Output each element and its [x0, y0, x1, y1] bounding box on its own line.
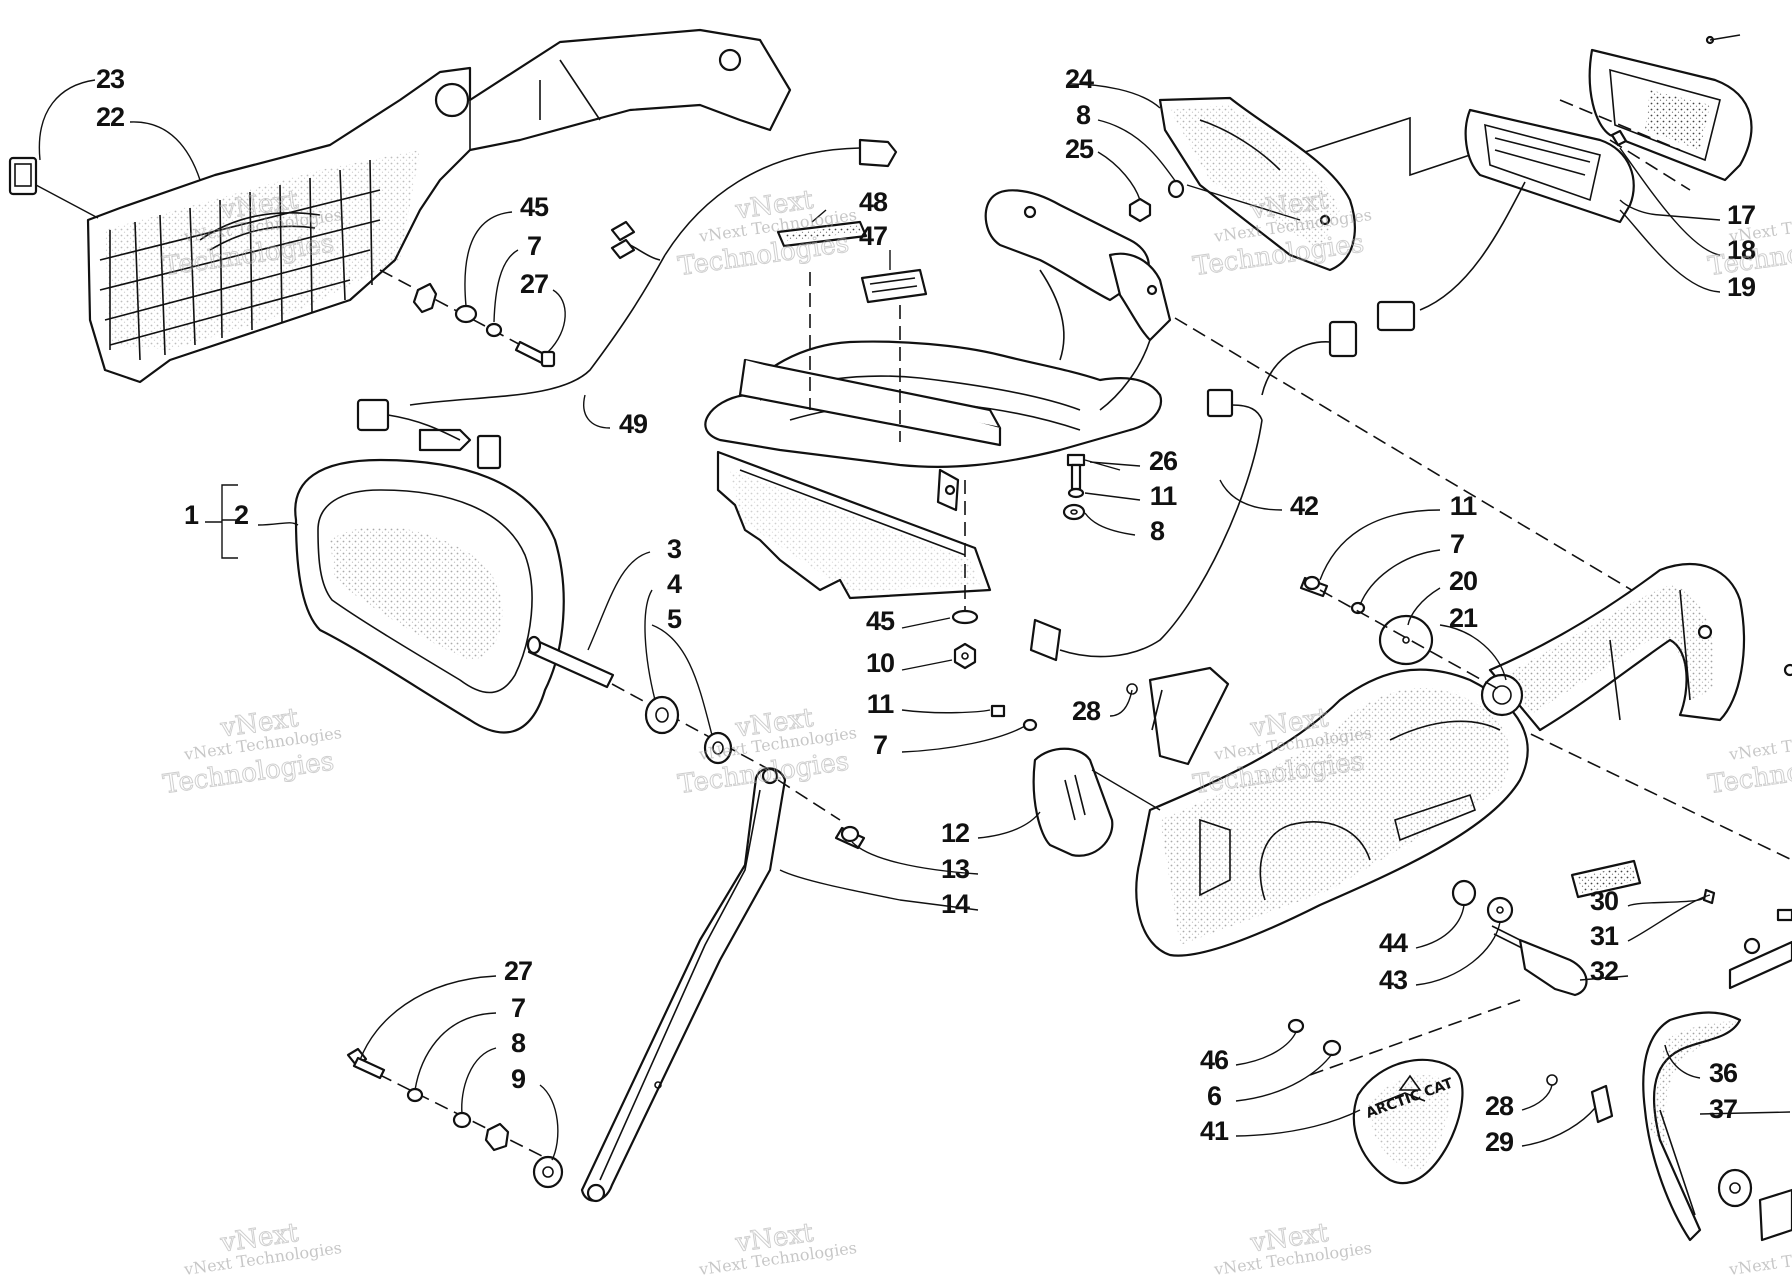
callout-c7d: 7: [511, 993, 525, 1023]
alignment-line: [1511, 724, 1792, 861]
callout-c26: 26: [1149, 446, 1178, 476]
callout-c8b: 8: [1150, 516, 1165, 546]
watermark-line1: vNext Technologies: [1727, 723, 1792, 764]
callout-c13: 13: [941, 854, 970, 884]
watermark: vNext Technologies Technologies: [1706, 723, 1792, 801]
callout-c4: 4: [667, 569, 682, 599]
grab-handle-part: [1488, 563, 1746, 732]
callout-c25: 25: [1065, 134, 1094, 164]
wire-harness-right-part: [1029, 181, 1526, 662]
watermark: vNext Technologies Technologies vNext: [1191, 184, 1373, 282]
carrier-plate-part: [716, 450, 992, 620]
bolt-assembly-middle: [1062, 453, 1121, 521]
callout-c19: 19: [1727, 272, 1756, 302]
callout-c41: 41: [1200, 1116, 1229, 1146]
watermark: vNext Technologies Technologies vNext: [676, 702, 858, 800]
callout-c45a: 45: [520, 192, 549, 222]
side-cover-part: [990, 666, 1230, 857]
watermark: vNext Technologies Technologies vNext: [161, 184, 343, 282]
callout-c8c: 8: [511, 1028, 526, 1058]
callout-c18: 18: [1727, 235, 1756, 265]
callout-c10: 10: [866, 648, 894, 678]
nut-assembly: [951, 609, 979, 670]
callout-c42: 42: [1290, 491, 1318, 521]
callout-c7c: 7: [873, 730, 887, 760]
alignment-line: [1309, 999, 1521, 1076]
callout-c23: 23: [96, 64, 125, 94]
reflector-part: [1451, 859, 1716, 997]
callout-c44: 44: [1379, 928, 1408, 958]
callout-c43: 43: [1379, 965, 1408, 995]
callout-c7b: 7: [1450, 529, 1464, 559]
callout-c37: 37: [1709, 1094, 1737, 1124]
backrest-post-part: [526, 635, 771, 771]
callout-c22: 22: [96, 102, 124, 132]
callout-c48: 48: [859, 187, 888, 217]
seat-frame-part: [704, 189, 1172, 512]
callout-c11c: 11: [867, 689, 895, 719]
watermark: vNext Technologies Technologies vNext: [676, 184, 858, 282]
callout-c1: 1: [184, 500, 199, 530]
callout-c46: 46: [1200, 1045, 1229, 1075]
knob-assembly-upper: [379, 269, 556, 368]
callout-c31: 31: [1590, 921, 1619, 951]
latch-part: [8, 156, 99, 219]
callout-c7a: 7: [527, 231, 541, 261]
callout-c11b: 11: [1450, 491, 1478, 521]
callout-c6: 6: [1207, 1081, 1222, 1111]
callout-c9: 9: [511, 1064, 526, 1094]
callout-c5: 5: [667, 604, 682, 634]
callout-c28b: 28: [1485, 1091, 1514, 1121]
watermark: vNext Technologies vNext: [182, 1217, 343, 1279]
watermark: vNext Technologies vNext: [1212, 1217, 1373, 1279]
taillight-lens-part: [1464, 34, 1753, 224]
callout-c8a: 8: [1076, 100, 1091, 130]
support-arm-part: [580, 767, 866, 1203]
callout-c11a: 11: [1150, 481, 1178, 511]
callout-c27a: 27: [520, 269, 548, 299]
callout-c47: 47: [859, 221, 887, 251]
storage-box-part: [86, 28, 792, 384]
callout-c17: 17: [1727, 200, 1755, 230]
wire-harness-part: [356, 138, 898, 470]
callout-c12: 12: [941, 818, 969, 848]
callout-c28a: 28: [1072, 696, 1101, 726]
handle-hardware-part: [1299, 575, 1501, 691]
callout-c3: 3: [667, 534, 682, 564]
callout-c49: 49: [619, 409, 648, 439]
backrest-pad-part: [205, 458, 565, 734]
rear-handle-part: [1642, 663, 1792, 1242]
callout-c30: 30: [1590, 886, 1618, 916]
watermark: vNext Technologies vNext: [697, 1217, 858, 1279]
watermark: vNext Technologies: [1727, 1238, 1792, 1279]
callout-c24: 24: [1065, 64, 1094, 94]
watermark-group: vNext Technologies Technologies vNext vN…: [161, 184, 1792, 1279]
decal-part: [776, 209, 928, 304]
watermark: vNext Technologies Technologies vNext: [161, 702, 343, 800]
callout-leaders: [38, 79, 1791, 1161]
callout-c20: 20: [1449, 566, 1477, 596]
callout-c14: 14: [941, 889, 970, 919]
knob-assembly-lower: [346, 1047, 564, 1189]
alignment-line: [1174, 317, 1641, 596]
callout-c27b: 27: [504, 956, 532, 986]
watermark-line1: vNext Technologies: [1727, 1238, 1792, 1279]
callout-c45b: 45: [866, 606, 895, 636]
callout-c2: 2: [234, 500, 248, 530]
callout-c32: 32: [1590, 956, 1618, 986]
taillight-bracket-part: [1128, 96, 1471, 272]
callout-c21: 21: [1449, 603, 1478, 633]
callout-c29: 29: [1485, 1127, 1514, 1157]
logo-cover-part: ARCTIC CAT: [1287, 1018, 1614, 1185]
callout-c36: 36: [1709, 1058, 1738, 1088]
